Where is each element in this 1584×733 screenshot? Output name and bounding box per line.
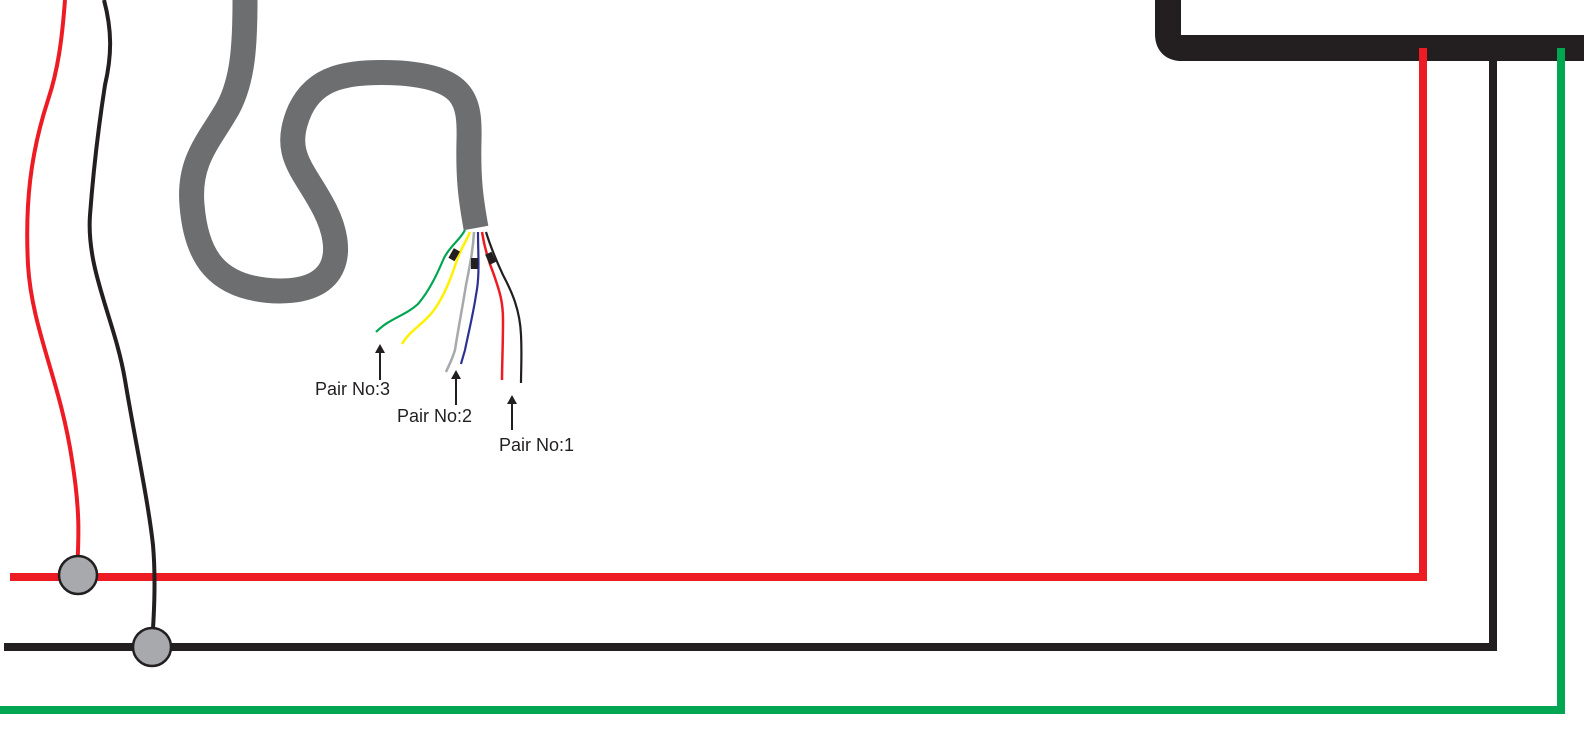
pair2-blue-core — [459, 231, 480, 365]
red-joint — [57, 554, 99, 596]
pair3-label: Pair No:3 — [315, 379, 390, 399]
black-bus-line — [4, 60, 1497, 651]
pair2-label: Pair No:2 — [397, 406, 472, 426]
black-drop-wire — [87, 0, 157, 646]
pair3-green-core — [375, 229, 466, 333]
pair1-arrow — [507, 395, 517, 430]
pair1-sleeve — [485, 251, 497, 265]
pair1-red-core — [480, 231, 505, 381]
pair1-black-core — [484, 231, 523, 384]
pair2-arrow — [451, 370, 461, 405]
pair2-gray-core — [444, 231, 476, 373]
red-bus-line — [10, 48, 1427, 581]
red-drop-wire — [25, 0, 81, 574]
pair3-yellow-core — [400, 231, 472, 345]
pair3-arrow — [375, 344, 385, 380]
green-bus-line — [0, 48, 1565, 714]
thick-black-busbar — [1155, 0, 1584, 61]
pair3-sleeve — [448, 248, 460, 262]
black-joint — [131, 626, 173, 668]
gray-multicore-cable — [179, 0, 489, 304]
pair1-label: Pair No:1 — [499, 435, 574, 455]
pair2-sleeve — [471, 258, 478, 269]
